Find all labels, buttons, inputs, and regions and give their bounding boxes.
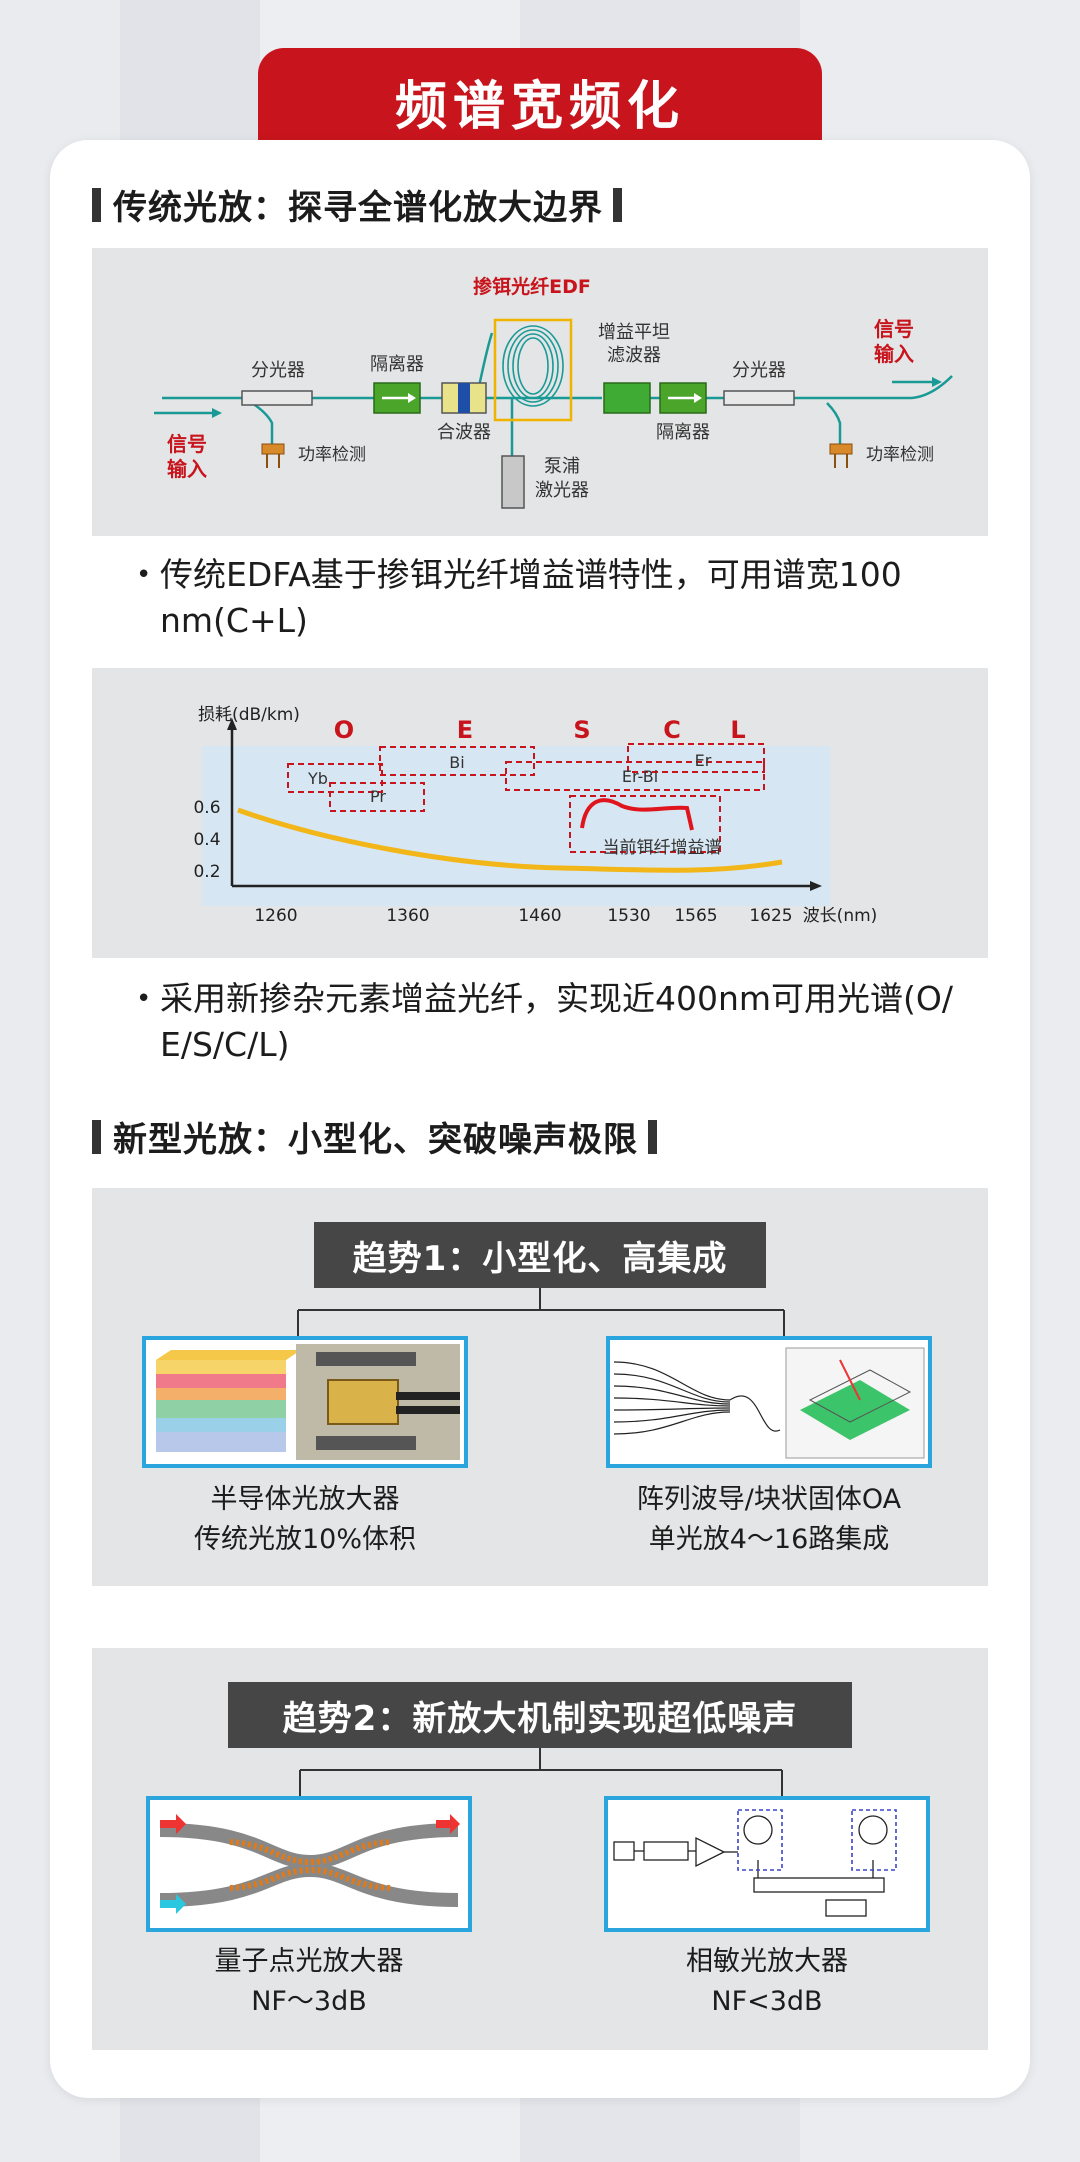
trend2-connector — [299, 1748, 783, 1796]
spectrum-window-left — [202, 746, 622, 906]
splitter-right-label: 分光器 — [732, 360, 786, 381]
edfa-diagram: 掺铒光纤EDF 分光器 隔离器 合波器 增益平坦 滤波器 分光器 隔离器 泵浦 … — [154, 275, 953, 509]
x-tick-1530: 1530 — [607, 906, 650, 926]
psa-caption-line1: 相敏光放大器 — [686, 1946, 848, 1977]
dopant-box-erbi — [505, 761, 765, 791]
title-bar-right — [648, 1119, 657, 1154]
soa-caption-line1: 半导体光放大器 — [210, 1484, 400, 1515]
content-card: 传统光放：探寻全谱化放大边界 — [50, 140, 1030, 2098]
pump-label-1: 泵浦 — [544, 456, 580, 477]
power-monitor-right-label: 功率检测 — [866, 445, 934, 465]
gain-box — [569, 795, 721, 853]
x-tick-1625: 1625 — [749, 906, 792, 926]
dopant-box-er — [627, 743, 765, 773]
dopant-box-bi — [379, 746, 535, 776]
x-tick-1360: 1360 — [386, 906, 429, 926]
y-tick-0-4: 0.4 — [193, 830, 220, 850]
page-title: 频谱宽频化 — [258, 48, 822, 158]
x-tick-1460: 1460 — [518, 906, 561, 926]
splitter-right-shape — [723, 390, 795, 406]
dopant-pr: Pr — [370, 787, 386, 806]
splitter-left-label: 分光器 — [251, 360, 305, 381]
soa-caption: 半导体光放大器 传统光放10%体积 — [112, 1480, 498, 1560]
title-bar-left — [92, 1119, 101, 1154]
signal-in-label-2: 输入 — [167, 457, 207, 481]
isolator-left-label: 隔离器 — [370, 354, 424, 375]
awg-caption-line2: 单光放4～16路集成 — [648, 1524, 890, 1555]
band-e: E — [457, 716, 473, 744]
y-tick-0-2: 0.2 — [193, 862, 220, 882]
section-title-text: 传统光放：探寻全谱化放大边界 — [113, 188, 603, 228]
isolator-right-label: 隔离器 — [656, 422, 710, 443]
pump-label-2: 激光器 — [535, 480, 589, 501]
gain-curve — [580, 798, 694, 831]
section-title-traditional: 传统光放：探寻全谱化放大边界 — [92, 180, 622, 229]
dopant-erbi: Er-Bi — [622, 767, 658, 786]
dopant-box-pr — [329, 782, 425, 812]
awg-caption-line1: 阵列波导/块状固体OA — [636, 1484, 902, 1515]
section-title-new: 新型光放：小型化、突破噪声极限 — [92, 1112, 657, 1161]
soa-image — [142, 1336, 468, 1468]
loss-curve — [237, 807, 783, 873]
spectrum-panel: 0.6 0.4 0.2 损耗(dB/km) 波长(nm) 1260 1360 1… — [92, 668, 988, 958]
power-monitor-left-label: 功率检测 — [298, 445, 366, 465]
awg-image — [606, 1336, 932, 1468]
edf-frame — [493, 318, 573, 422]
quantum-dot-caption-line2: NF～3dB — [251, 1986, 367, 2017]
awg-caption: 阵列波导/块状固体OA 单光放4～16路集成 — [576, 1480, 962, 1560]
signal-in-label-1: 信号 — [167, 432, 207, 456]
band-o: O — [334, 716, 354, 744]
y-axis-label: 损耗(dB/km) — [198, 705, 300, 725]
quantum-dot-image — [146, 1796, 472, 1932]
edf-coil — [502, 325, 564, 407]
edfa-diagram-panel: 掺铒光纤EDF 分光器 隔离器 合波器 增益平坦 滤波器 分光器 隔离器 泵浦 … — [92, 248, 988, 536]
trend2-panel: 趋势2：新放大机制实现超低噪声 — [92, 1648, 988, 2050]
dopant-box-yb — [287, 763, 383, 793]
psa-image — [604, 1796, 930, 1932]
spectrum-diagram: 0.6 0.4 0.2 损耗(dB/km) 波长(nm) 1260 1360 1… — [193, 705, 878, 926]
wdm-label: 合波器 — [437, 422, 491, 443]
gain-filter-label-2: 滤波器 — [607, 345, 661, 366]
trend2-title: 趋势2：新放大机制实现超低噪声 — [228, 1682, 852, 1748]
power-monitor-left-shape — [261, 443, 285, 468]
quantum-dot-caption: 量子点光放大器 NF～3dB — [116, 1942, 502, 2022]
trend1-connector — [297, 1288, 785, 1336]
dopant-er: Er — [695, 751, 712, 770]
trend1-title: 趋势1：小型化、高集成 — [314, 1222, 766, 1288]
x-tick-1260: 1260 — [254, 906, 297, 926]
dopant-yb: Yb — [307, 769, 328, 788]
y-tick-0-6: 0.6 — [193, 798, 220, 818]
signal-out-label-1: 信号 — [874, 317, 914, 341]
band-l: L — [730, 716, 745, 744]
band-c: C — [663, 716, 681, 744]
gain-spectrum-label: 当前铒纤增益谱 — [603, 838, 722, 858]
bullet-edfa: 传统EDFA基于掺铒光纤增益谱特性，可用谱宽100 nm(C+L) — [136, 552, 1040, 644]
title-bar-left — [92, 187, 101, 222]
splitter-left-shape — [241, 390, 313, 406]
power-monitor-right-shape — [829, 443, 853, 468]
band-s: S — [573, 716, 590, 744]
trend1-panel: 趋势1：小型化、高集成 — [92, 1188, 988, 1586]
edf-label: 掺铒光纤EDF — [473, 275, 591, 298]
bullet-new-doping: 采用新掺杂元素增益光纤，实现近400nm可用光谱(O/ E/S/C/L) — [136, 976, 1040, 1068]
pump-laser-shape — [501, 455, 525, 509]
psa-caption-line2: NF<3dB — [711, 1986, 823, 2017]
gain-filter-label-1: 增益平坦 — [598, 322, 670, 343]
x-tick-1565: 1565 — [674, 906, 717, 926]
x-axis-label: 波长(nm) — [803, 906, 878, 926]
section-title-text: 新型光放：小型化、突破噪声极限 — [113, 1120, 638, 1160]
psa-caption: 相敏光放大器 NF<3dB — [574, 1942, 960, 2022]
signal-out-label-2: 输入 — [874, 342, 914, 366]
gain-filter-shape — [603, 382, 651, 414]
quantum-dot-caption-line1: 量子点光放大器 — [214, 1946, 404, 1977]
title-bar-right — [613, 187, 622, 222]
dopant-bi: Bi — [449, 753, 464, 772]
soa-caption-line2: 传统光放10%体积 — [193, 1524, 416, 1555]
